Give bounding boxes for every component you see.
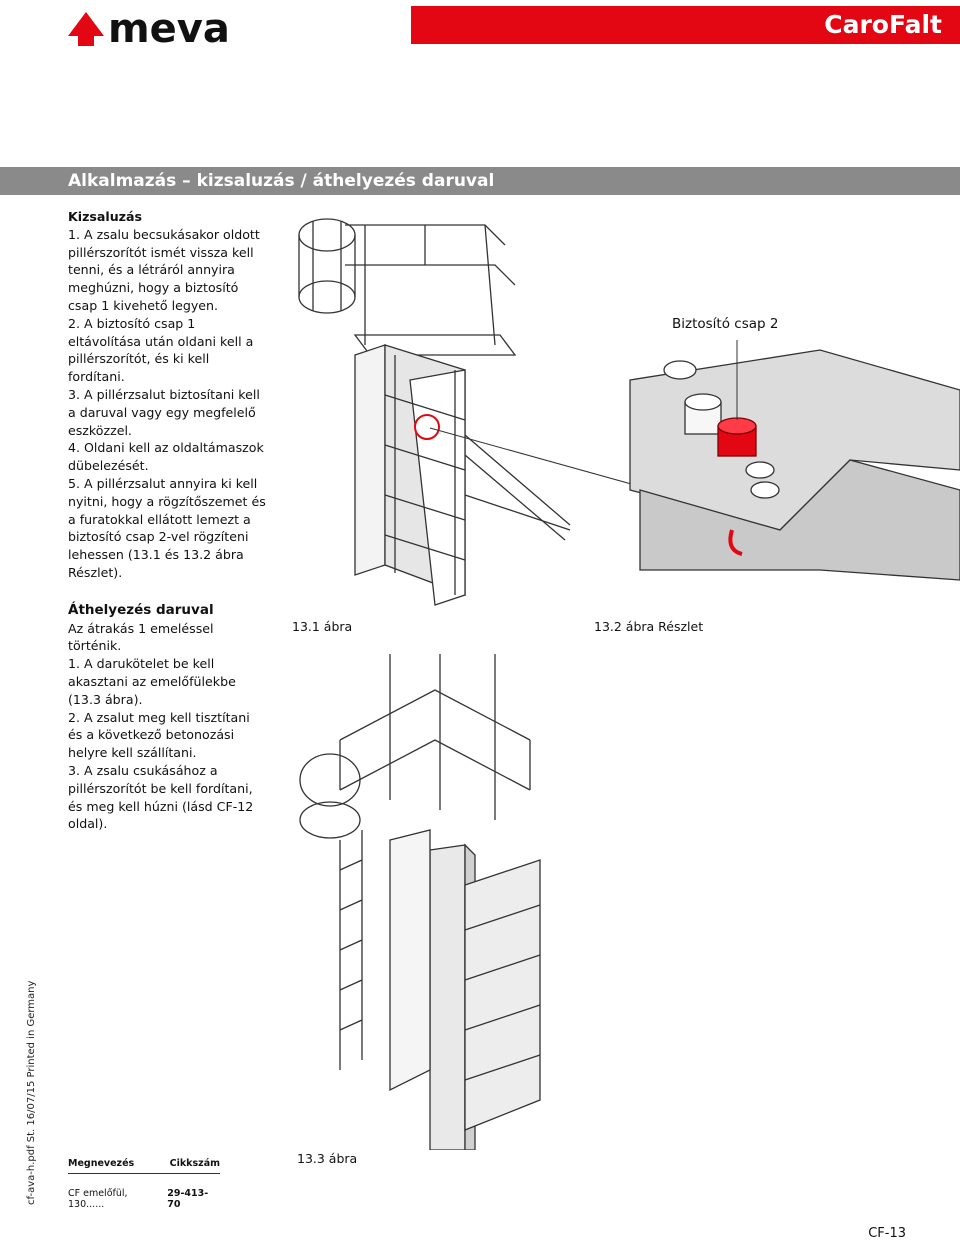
step-text: 1. A zsalu becsukásakor oldott pillérszo…	[68, 226, 260, 313]
step-text: 3. A pillérzsalut biztosítani kell a dar…	[68, 386, 260, 438]
item-code: 29-413-70	[167, 1188, 209, 1210]
figure-caption: 13.1 ábra	[292, 619, 353, 634]
section-title: Alkalmazás – kizsaluzás / áthelyezés dar…	[0, 167, 960, 195]
step-text: 1. A darukötelet be kell akasztani az em…	[68, 656, 236, 707]
meva-logo: meva	[68, 6, 288, 48]
print-info: cf-ava-h.pdf St. 16/07/15 Printed in Ger…	[26, 980, 37, 1205]
figure-13-3-drawing	[299, 654, 541, 1150]
detail-leader-line	[429, 427, 661, 493]
step-text: 5. A pillérzsalut annyira ki kell nyitni…	[68, 475, 266, 580]
page-number: CF-13	[868, 1226, 906, 1241]
parts-table-header: Megnevezés Cikkszám	[68, 1158, 220, 1174]
figure-caption: 13.3 ábra	[297, 1151, 358, 1166]
col-header: Megnevezés	[68, 1158, 135, 1169]
step-text: 2. A zsalut meg kell tisztítani és a köv…	[68, 709, 250, 761]
table-row: CF emelőfül, 130...... 29-413-70	[68, 1174, 220, 1210]
parts-table: Megnevezés Cikkszám CF emelőfül, 130....…	[68, 1158, 220, 1210]
item-name: CF emelőfül, 130......	[68, 1188, 128, 1210]
figure-13-1-drawing	[298, 218, 571, 606]
col-header: Cikkszám	[169, 1158, 220, 1169]
logo-text: meva	[108, 6, 230, 48]
athelyezes-heading: Áthelyezés daruval	[68, 601, 214, 618]
kizsaluzas-heading: Kizsaluzás	[68, 209, 143, 224]
figure-caption: 13.2 ábra Részlet	[594, 619, 704, 634]
pin-callout: Biztosító csap 2	[672, 316, 779, 332]
step-text: 2. A biztosító csap 1 eltávolítása után …	[68, 315, 254, 385]
product-title: CaroFalt	[411, 6, 960, 44]
intro-text: Az átrakás 1 emeléssel történik.	[68, 620, 214, 654]
step-text: 3. A zsalu csukásához a pillérszorítót b…	[68, 762, 254, 832]
step-text: 4. Oldani kell az oldaltámaszok dübelezé…	[68, 440, 264, 474]
instructions-column: Kizsaluzás 1. A zsalu becsukásakor oldot…	[68, 208, 268, 833]
figure-13-2-detail	[629, 340, 960, 581]
